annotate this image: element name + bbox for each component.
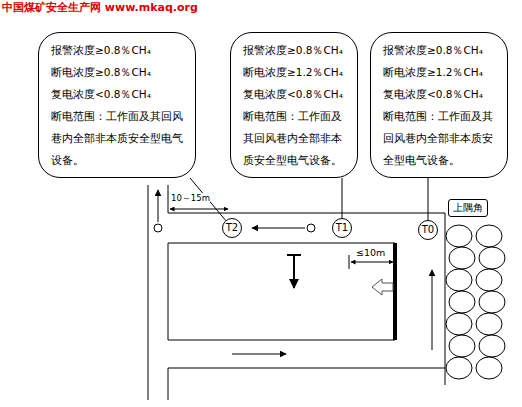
stone: [446, 313, 472, 335]
stone: [476, 269, 502, 291]
working-face: [393, 243, 397, 340]
stone: [449, 291, 475, 313]
node-text: 断电浓度≥1.2％CH₄: [243, 61, 345, 83]
stone: [476, 225, 502, 247]
hollow-arrow: [372, 279, 393, 295]
sensor-dot: [154, 224, 162, 232]
node-text: 报警浓度≥0.8％CH₄: [243, 39, 345, 61]
sensor-id: T1: [336, 223, 348, 233]
dimension-line: [170, 209, 228, 210]
sensor-id: T2: [226, 223, 238, 233]
watermark: 中国煤矿安全生产网 www.mkaq.org: [2, 1, 198, 14]
roadway-walls: [148, 185, 445, 400]
node-text: 报警浓度≥0.8％CH₄: [51, 39, 183, 61]
stone: [446, 357, 472, 379]
callout-bubble: 报警浓度≥0.8％CH₄断电浓度≥0.8％CH₄复电浓度<0.8％CH₄断电范围…: [38, 32, 196, 178]
node-text: 断电浓度≥0.8％CH₄: [51, 61, 183, 83]
node-text: 复电浓度<0.8％CH₄: [243, 83, 345, 105]
node-text: 断电浓度≥1.2％CH₄: [383, 61, 495, 83]
node-text: 断电范围：工作面及其回风巷内全部非本质安全型电气设备。: [51, 105, 183, 171]
callout-pointer: [428, 178, 429, 220]
sensor-circle: T2: [222, 218, 242, 238]
airflow-arrow: [432, 270, 433, 350]
dimension-line: [351, 262, 393, 263]
dimension-tick: [349, 255, 350, 269]
airflow-arrow: [293, 255, 295, 288]
sensor-id: T0: [422, 225, 434, 235]
node-text: 复电浓度<0.8％CH₄: [383, 83, 495, 105]
stone: [479, 291, 505, 313]
node-text: 复电浓度<0.8％CH₄: [51, 83, 183, 105]
stone: [446, 269, 472, 291]
dimension-label: ≤10m: [356, 247, 385, 259]
stone: [476, 313, 502, 335]
airflow-arrow: [232, 354, 286, 355]
sensor-circle: T1: [332, 218, 352, 238]
sensor-circle: T0: [418, 220, 438, 240]
gob-stones: [446, 225, 505, 379]
callout-pointer: [342, 178, 343, 218]
node-text: 报警浓度≥0.8％CH₄: [383, 39, 495, 61]
callout-bubble: 报警浓度≥0.8％CH₄断电浓度≥1.2％CH₄复电浓度<0.8％CH₄断电范围…: [230, 32, 358, 178]
callout-bubble: 报警浓度≥0.8％CH₄断电浓度≥1.2％CH₄复电浓度<0.8％CH₄断电范围…: [370, 32, 508, 178]
location-tag: 上隅角: [448, 199, 488, 217]
stone: [476, 357, 502, 379]
airflow-arrow: [158, 190, 159, 222]
stone: [449, 247, 475, 269]
dimension-label: 10～15m: [171, 193, 210, 204]
stone: [479, 247, 505, 269]
node-text: 上隅角: [453, 201, 483, 215]
stone: [446, 225, 472, 247]
node-text: 断电范围：工作面及其回风巷内全部非本质安全型电气设备。: [383, 105, 495, 171]
node-text: 断电范围：工作面及其回风巷内全部非本质安全型电气设备。: [243, 105, 345, 171]
stone: [449, 335, 475, 357]
airflow-arrow: [252, 228, 305, 229]
stone: [479, 335, 505, 357]
sensor-dot: [307, 224, 315, 232]
